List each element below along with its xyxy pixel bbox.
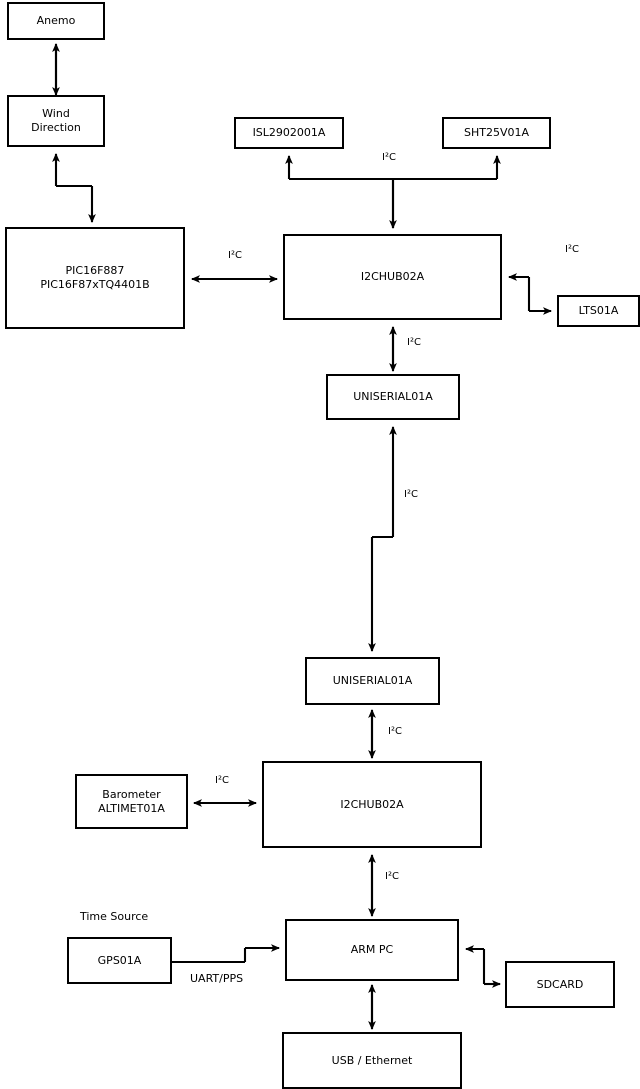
node-wind-direction[interactable]: Wind Direction [7,95,105,147]
node-sdcard[interactable]: SDCARD [505,961,615,1008]
node-anemo[interactable]: Anemo [7,2,105,40]
edge-label-baro-hub2: I²C [215,775,229,786]
node-barometer-altimet01a-label: Barometer ALTIMET01A [98,787,165,815]
node-usb-ethernet[interactable]: USB / Ethernet [282,1032,462,1089]
edge-label-uniserial-link: I²C [404,489,418,500]
node-uniserial01a-top-label: UNISERIAL01A [353,390,433,404]
connector-wind-pic [52,153,96,223]
node-i2chub02a-top-label: I2CHUB02A [360,270,425,284]
node-lts01a-label: LTS01A [578,304,619,318]
edge-label-sensors-hub: I²C [382,152,396,163]
edge-label-pic-hub: I²C [228,250,242,261]
edge-label-hub-lts: I²C [565,244,579,255]
node-lts01a[interactable]: LTS01A [557,295,640,327]
node-i2chub02a-top[interactable]: I2CHUB02A [283,234,502,320]
node-pic-mcu[interactable]: PIC16F887 PIC16F87xTQ4401B [5,227,185,329]
node-uniserial01a-bottom[interactable]: UNISERIAL01A [305,657,440,705]
edge-label-gps-arm: UART/PPS [190,972,244,985]
edge-label-hub2-arm: I²C [385,871,399,882]
connector-arm-sdcard [465,945,501,988]
node-sdcard-label: SDCARD [536,977,584,991]
node-isl2902001a-label: ISL2902001A [252,126,326,140]
edge-label-hub-uniserial: I²C [407,337,421,348]
node-arm-pc-label: ARM PC [350,943,394,957]
node-gps01a-label: GPS01A [97,953,142,967]
node-sht25v01a-label: SHT25V01A [463,126,530,140]
node-i2chub02a-bottom-label: I2CHUB02A [340,797,404,811]
node-isl2902001a[interactable]: ISL2902001A [234,117,344,149]
node-uniserial01a-bottom-label: UNISERIAL01A [332,674,413,688]
edge-label-uniserial-hub2: I²C [388,726,402,737]
node-arm-pc[interactable]: ARM PC [285,919,459,981]
node-wind-direction-label: Wind Direction [31,107,81,134]
node-uniserial01a-top[interactable]: UNISERIAL01A [326,374,460,420]
connector-gps-arm [172,944,280,964]
node-i2chub02a-bottom[interactable]: I2CHUB02A [262,761,482,848]
connector-hub-sensors [285,155,501,229]
node-anemo-label: Anemo [36,14,76,28]
connector-uniserial-link [368,426,397,652]
node-usb-ethernet-label: USB / Ethernet [331,1053,413,1067]
connector-hub-lts [508,273,552,315]
node-sht25v01a[interactable]: SHT25V01A [442,117,551,149]
node-pic-mcu-label: PIC16F887 PIC16F87xTQ4401B [40,264,150,291]
node-gps01a[interactable]: GPS01A [67,937,172,984]
node-barometer-altimet01a[interactable]: Barometer ALTIMET01A [75,774,188,829]
annotation-time-source: Time Source [80,910,149,923]
